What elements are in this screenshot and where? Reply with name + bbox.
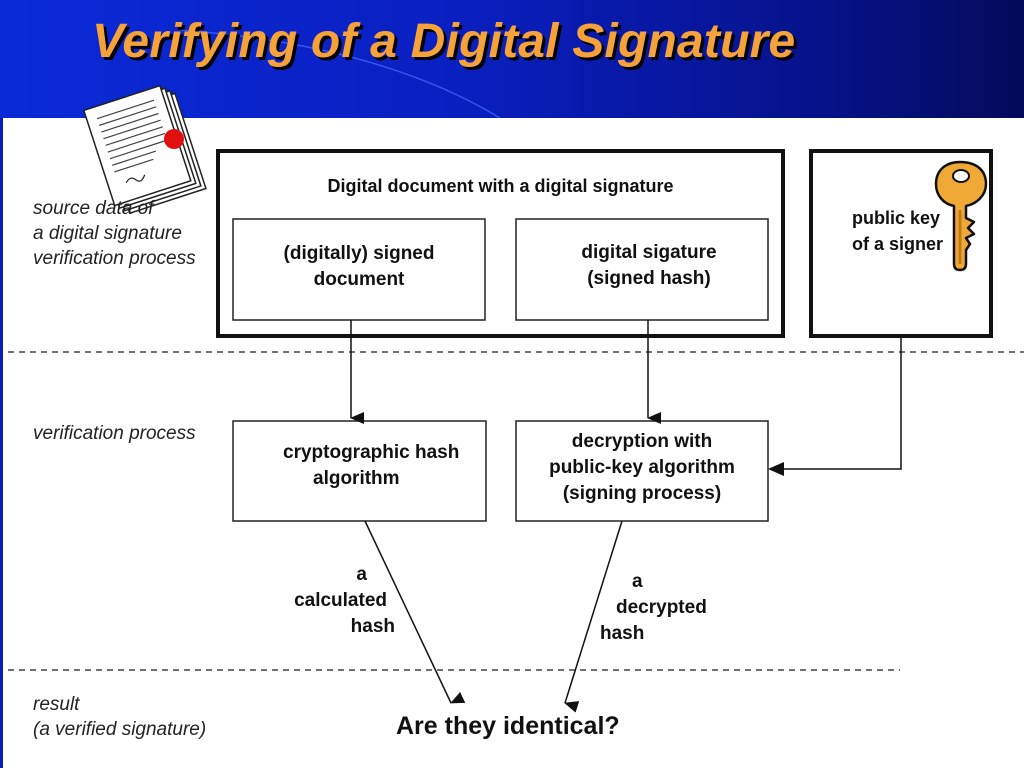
seal-icon [164, 129, 184, 149]
arrow-calculated-hash [364, 520, 466, 704]
decrypted-hash-label: a decrypted hash [600, 571, 707, 644]
digital-signature-box [515, 218, 769, 321]
label-result: result (a verified signature) [33, 694, 207, 740]
document-stack-icon [82, 84, 207, 215]
label-source-data: source data of a digital signature verif… [33, 198, 196, 269]
page-title: Verifying of a Digital Signature [92, 15, 796, 68]
signed-document-container [216, 149, 785, 338]
key-icon [934, 160, 988, 272]
decryption-label: decryption with public-key algorithm (si… [549, 431, 735, 504]
arrow-decrypted-hash [564, 520, 623, 713]
signed-document-box [232, 218, 486, 321]
public-key-label: public key of a signer [852, 208, 944, 254]
calculated-hash-label: a calculated hash [294, 564, 395, 637]
header-swoosh [179, 29, 501, 118]
connector-public-key [784, 336, 902, 470]
result-question: Are they identical? [396, 712, 620, 740]
container-title: Digital document with a digital signatur… [327, 176, 674, 196]
left-border [0, 118, 3, 768]
digital-signature-label: digital sigature (signed hash) [581, 242, 717, 289]
decryption-box [515, 420, 769, 522]
arrowhead-public-key [768, 462, 784, 476]
hash-algorithm-label: cryptographic hash algorithm [283, 442, 460, 489]
signed-document-label: (digitally) signed document [283, 243, 435, 290]
label-verification-process: verification process [33, 423, 196, 444]
